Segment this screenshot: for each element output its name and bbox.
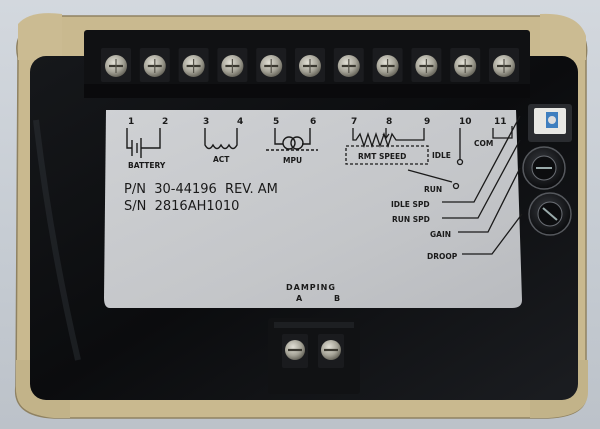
terminal-number-3: 3 xyxy=(203,117,209,127)
rmt-speed-label: RMT SPEED xyxy=(358,152,406,161)
damping-terminal-block xyxy=(268,318,360,394)
terminal-screw-7[interactable] xyxy=(333,48,364,82)
gain-label: GAIN xyxy=(430,230,451,239)
terminal-number-5: 5 xyxy=(273,117,279,127)
terminal-number-4: 4 xyxy=(237,117,243,127)
com-label: COM xyxy=(474,139,493,148)
terminal-screw-2[interactable] xyxy=(139,48,170,82)
damping-b-label: B xyxy=(334,294,340,303)
idle-label: IDLE xyxy=(432,151,451,160)
trim-pots xyxy=(522,104,572,236)
terminal-number-8: 8 xyxy=(386,117,392,127)
run-label: RUN xyxy=(424,185,442,194)
serial-number: S/N 2816AH1010 xyxy=(124,199,239,214)
terminal-number-6: 6 xyxy=(310,117,316,127)
act-label: ACT xyxy=(213,155,230,164)
mpu-sensor-icon xyxy=(266,128,318,151)
terminal-numbers: 1 2 3 4 5 6 7 8 9 10 11 xyxy=(128,117,507,127)
mpu-label: MPU xyxy=(283,156,302,165)
terminal-screw-8[interactable] xyxy=(372,48,403,82)
damping-a-label: A xyxy=(296,294,303,303)
actuator-coil-icon xyxy=(204,128,238,150)
mounting-ear-top-right xyxy=(540,13,586,61)
part-number: P/N 30-44196 REV. AM xyxy=(124,182,278,197)
terminal-screw-10[interactable] xyxy=(450,48,481,82)
terminal-number-9: 9 xyxy=(424,117,430,127)
terminal-number-1: 1 xyxy=(128,117,134,127)
terminal-number-7: 7 xyxy=(351,117,357,127)
terminal-screw-11[interactable] xyxy=(489,48,519,82)
rmt-speed-pot-icon xyxy=(345,128,429,165)
terminal-number-11: 11 xyxy=(494,117,507,127)
droop-label: DROOP xyxy=(427,252,458,261)
terminal-screws xyxy=(101,48,519,82)
mounting-ear-top-left xyxy=(18,13,62,60)
idle-spd-label: IDLE SPD xyxy=(391,200,430,209)
battery-label: BATTERY xyxy=(128,161,166,170)
damping-label: DAMPING xyxy=(286,283,336,292)
terminal-number-10: 10 xyxy=(459,117,472,127)
battery-symbol-icon xyxy=(126,128,161,158)
run-spd-label: RUN SPD xyxy=(392,215,430,224)
terminal-number-2: 2 xyxy=(162,117,168,127)
terminal-screw-4[interactable] xyxy=(217,48,248,82)
terminal-screw-5[interactable] xyxy=(256,48,287,82)
damping-screw-a[interactable] xyxy=(282,334,308,368)
terminal-screw-9[interactable] xyxy=(411,48,442,82)
terminal-screw-3[interactable] xyxy=(178,48,209,82)
silver-label xyxy=(104,110,522,308)
terminal-screw-1[interactable] xyxy=(101,48,131,82)
terminal-screw-6[interactable] xyxy=(295,48,325,82)
damping-screw-b[interactable] xyxy=(318,334,344,368)
adjustment-leader-lines xyxy=(442,115,523,255)
